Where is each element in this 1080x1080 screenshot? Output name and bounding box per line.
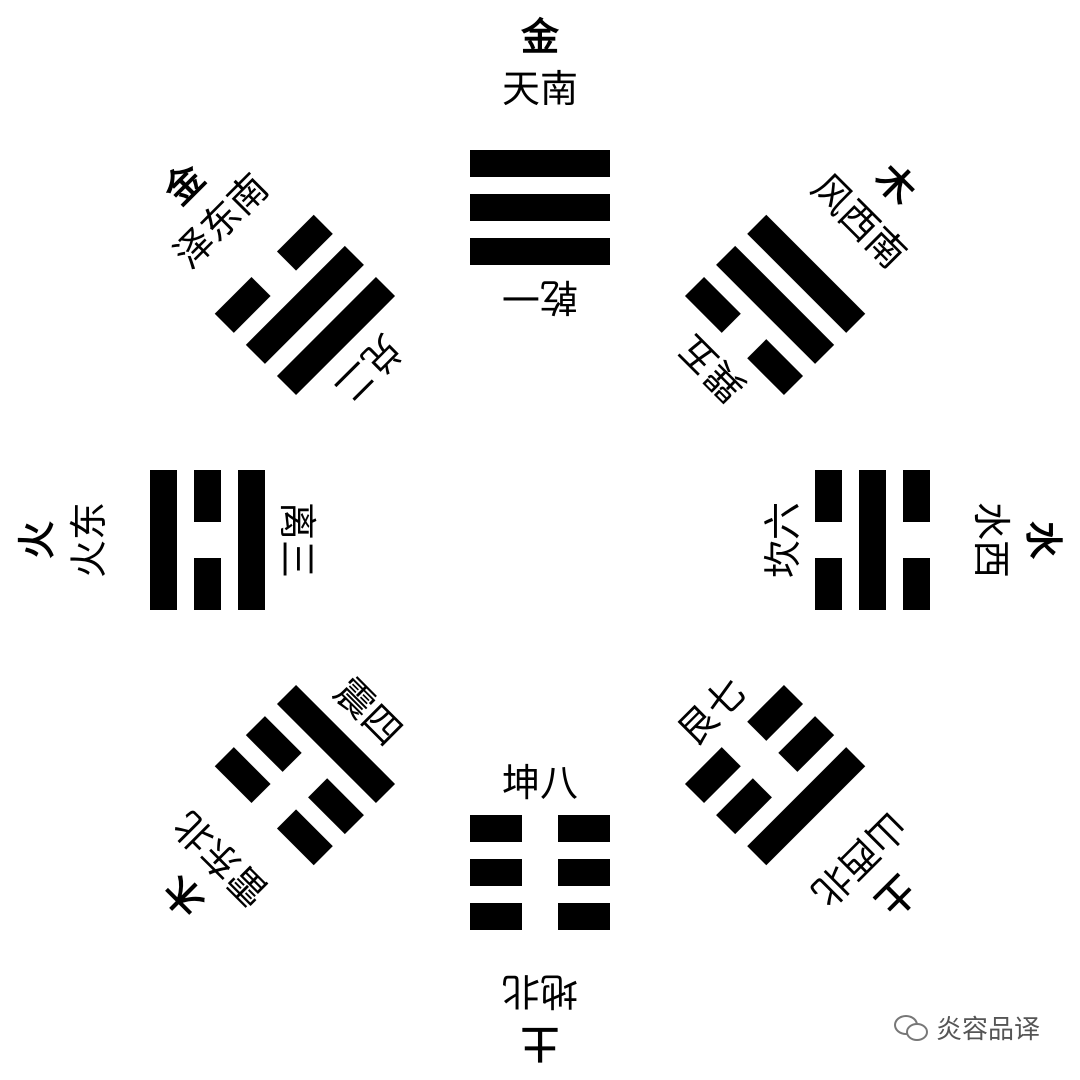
yang-line — [470, 238, 610, 265]
trigram-direction-label: 地北 — [502, 969, 579, 1013]
trigram-element-label: 火 — [14, 521, 59, 560]
yang-line — [716, 245, 835, 364]
wechat-icon — [893, 1014, 928, 1041]
yang-line — [150, 470, 177, 610]
trigram-name-label: 乾一 — [502, 275, 579, 319]
trigram-symbol — [815, 470, 930, 610]
trigram-direction-label: 天南 — [501, 67, 578, 111]
yin-line — [470, 903, 610, 930]
trigram-name-label: 离三 — [275, 501, 319, 578]
yin-line — [470, 859, 610, 886]
trigram-element-label: 金 — [520, 14, 559, 59]
yang-line — [859, 470, 886, 610]
watermark-text: 炎容品译 — [935, 1015, 1040, 1045]
yin-line — [815, 470, 842, 610]
trigram-direction-label: 水西 — [969, 501, 1013, 578]
trigram-name-label: 坎六 — [761, 502, 805, 579]
yin-line — [470, 815, 610, 842]
yang-line — [470, 194, 610, 221]
yang-line — [470, 150, 610, 177]
trigram-symbol — [150, 470, 265, 610]
yin-line — [903, 470, 930, 610]
trigram-direction-label: 火东 — [67, 502, 111, 579]
yin-line — [245, 716, 364, 835]
yin-line — [194, 470, 221, 610]
trigram-name-label: 坤八 — [501, 761, 578, 805]
watermark: 炎容品译 — [893, 1009, 1040, 1046]
trigram-symbol — [470, 150, 610, 265]
yang-line — [238, 470, 265, 610]
trigram-symbol — [470, 815, 610, 930]
trigram-element-label: 水 — [1021, 520, 1066, 559]
trigram-element-label: 土 — [521, 1021, 560, 1066]
